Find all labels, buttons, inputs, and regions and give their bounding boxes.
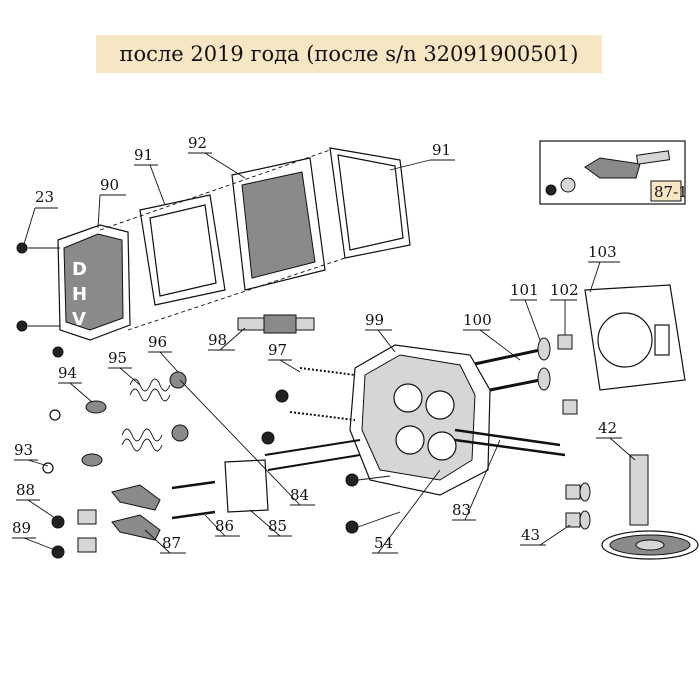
callout-85: 85 xyxy=(268,517,287,535)
tappet-43a xyxy=(565,482,591,502)
valve-seat-102 xyxy=(557,334,573,350)
spark-plug-98 xyxy=(237,314,315,334)
pushrod-83a xyxy=(454,428,561,447)
callout-90: 90 xyxy=(100,176,119,194)
callout-91-left: 91 xyxy=(134,146,153,164)
pivot-stud-86b xyxy=(171,510,216,520)
washer-94a xyxy=(85,400,107,414)
callout-23: 23 xyxy=(35,188,54,206)
inset-87-1: 87-1 xyxy=(539,140,688,205)
callout-100: 100 xyxy=(463,311,492,329)
cover-logo-d: D xyxy=(72,259,87,280)
bolt-cover-nut xyxy=(52,346,64,358)
callout-99: 99 xyxy=(365,311,384,329)
callout-88: 88 xyxy=(16,481,35,499)
guide-plate-85 xyxy=(224,459,269,513)
callout-83: 83 xyxy=(452,501,471,519)
callout-93: 93 xyxy=(14,441,33,459)
bolt-97a xyxy=(275,389,289,403)
callout-91-right: 91 xyxy=(432,141,451,159)
callout-42: 42 xyxy=(598,419,617,437)
cover-logo-h: H xyxy=(72,284,87,305)
pivot-stud-86a xyxy=(171,480,216,490)
retainer-96b xyxy=(171,424,189,442)
retainer-96a xyxy=(169,371,187,389)
leader-lines xyxy=(12,152,636,554)
washer-94b xyxy=(81,453,103,467)
cotter-93a xyxy=(49,409,61,421)
valve-101 xyxy=(469,348,541,367)
stud-97 xyxy=(299,367,356,376)
head-bolt-54a xyxy=(345,473,359,487)
callout-101: 101 xyxy=(510,281,539,299)
callout-43: 43 xyxy=(521,526,540,544)
bolt-23-top xyxy=(16,242,28,254)
callout-98: 98 xyxy=(208,331,227,349)
rocker-arm-87b xyxy=(111,514,161,541)
head-bolt-54b xyxy=(345,520,359,534)
callout-87: 87 xyxy=(162,534,181,552)
callout-92: 92 xyxy=(188,134,207,152)
valve-cover: D H V xyxy=(57,224,131,341)
pushrod-83b xyxy=(454,438,566,457)
callout-97: 97 xyxy=(268,341,287,359)
nut-89 xyxy=(51,545,65,559)
breather-cover-92 xyxy=(231,157,326,291)
callout-95: 95 xyxy=(108,349,127,367)
callout-102: 102 xyxy=(550,281,579,299)
bolt-97b xyxy=(261,431,275,445)
camshaft-42 xyxy=(601,454,699,560)
callout-103: 103 xyxy=(588,243,617,261)
callout-86: 86 xyxy=(215,517,234,535)
nut-88 xyxy=(51,515,65,529)
valve-spring-95b xyxy=(121,428,163,452)
pushrod-84b xyxy=(267,454,361,471)
callout-84: 84 xyxy=(290,486,309,504)
bolt-23-bottom xyxy=(16,320,28,332)
callout-54: 54 xyxy=(374,534,393,552)
valve-spring-95a xyxy=(129,378,171,402)
callout-94: 94 xyxy=(58,364,77,382)
exhaust-gasket-103 xyxy=(584,284,686,391)
page-title: после 2019 года (после s/n 32091900501) xyxy=(119,42,579,66)
callout-87-1: 87-1 xyxy=(654,183,688,201)
cylinder-head-99 xyxy=(349,344,491,496)
pushrod-84a xyxy=(264,439,361,456)
title-banner: после 2019 года (после s/n 32091900501) xyxy=(96,35,602,73)
cover-logo-v: V xyxy=(72,309,86,330)
rocker-arm-87a xyxy=(111,484,161,511)
callout-89: 89 xyxy=(12,519,31,537)
tappet-43b xyxy=(565,510,591,530)
callout-96: 96 xyxy=(148,333,167,351)
